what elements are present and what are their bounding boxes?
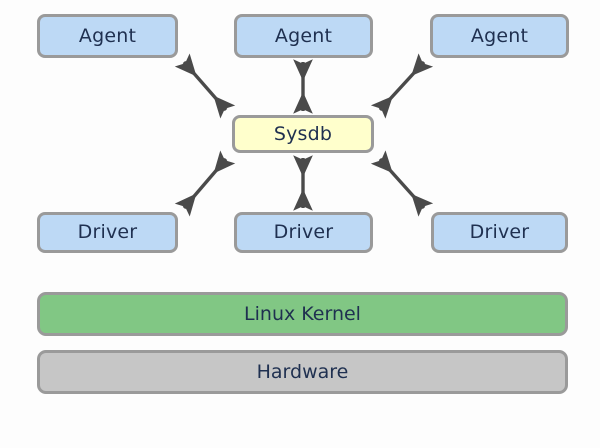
node-driver-left[interactable]: Driver <box>37 212 178 253</box>
node-sysdb[interactable]: Sysdb <box>232 115 374 153</box>
node-agent-right[interactable]: Agent <box>430 14 569 58</box>
node-agent-left[interactable]: Agent <box>37 14 178 58</box>
bar-linux-kernel-label: Linux Kernel <box>244 302 361 325</box>
node-agent-right-label: Agent <box>470 24 529 47</box>
node-sysdb-label: Sysdb <box>273 122 333 145</box>
edge-driver-left-sysdb <box>174 150 236 217</box>
edge-agent-right-sysdb <box>370 53 434 119</box>
bar-hardware-label: Hardware <box>256 360 349 383</box>
node-agent-center[interactable]: Agent <box>234 14 373 58</box>
node-agent-center-label: Agent <box>274 24 333 47</box>
bar-hardware[interactable]: Hardware <box>37 350 568 394</box>
node-driver-right-label: Driver <box>469 221 530 243</box>
node-driver-right[interactable]: Driver <box>431 212 568 253</box>
edge-driver-right-sysdb <box>370 150 434 217</box>
edge-agent-left-sysdb <box>174 53 236 119</box>
bar-linux-kernel[interactable]: Linux Kernel <box>37 292 568 336</box>
node-agent-left-label: Agent <box>78 24 137 47</box>
node-driver-left-label: Driver <box>77 221 138 243</box>
node-driver-center[interactable]: Driver <box>234 212 373 253</box>
node-driver-center-label: Driver <box>273 221 334 243</box>
